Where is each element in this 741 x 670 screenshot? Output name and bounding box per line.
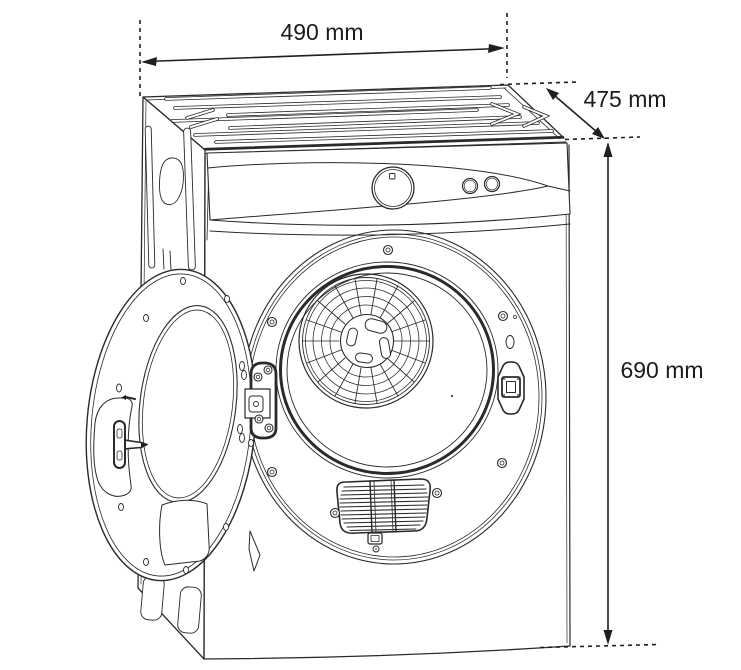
dimension-height: 690 mm <box>539 142 704 649</box>
program-knob <box>371 166 415 210</box>
door-hinge <box>237 361 278 443</box>
dimension-width-label: 490 mm <box>280 19 363 45</box>
panel-screws <box>266 244 517 519</box>
lint-filter <box>336 478 432 553</box>
door-latch-keeper <box>497 361 525 415</box>
hinge-screws <box>253 365 274 433</box>
dimension-width: 490 mm <box>139 13 508 96</box>
door-window <box>138 305 238 566</box>
dimension-depth: 475 mm <box>499 81 667 141</box>
dimension-depth-label: 475 mm <box>583 86 666 112</box>
door-rim-holes <box>118 277 254 574</box>
front-face <box>203 144 571 660</box>
control-panel <box>206 142 571 226</box>
door-handle <box>113 383 148 469</box>
open-door <box>85 268 261 582</box>
vent-slot <box>505 335 515 349</box>
dimension-height-label: 690 mm <box>620 357 703 383</box>
top-panel-ribs <box>164 86 554 144</box>
filter-clip <box>367 532 383 545</box>
dryer-top-panel <box>142 84 567 154</box>
control-buttons <box>461 175 501 195</box>
drum-back-grille <box>298 273 434 409</box>
